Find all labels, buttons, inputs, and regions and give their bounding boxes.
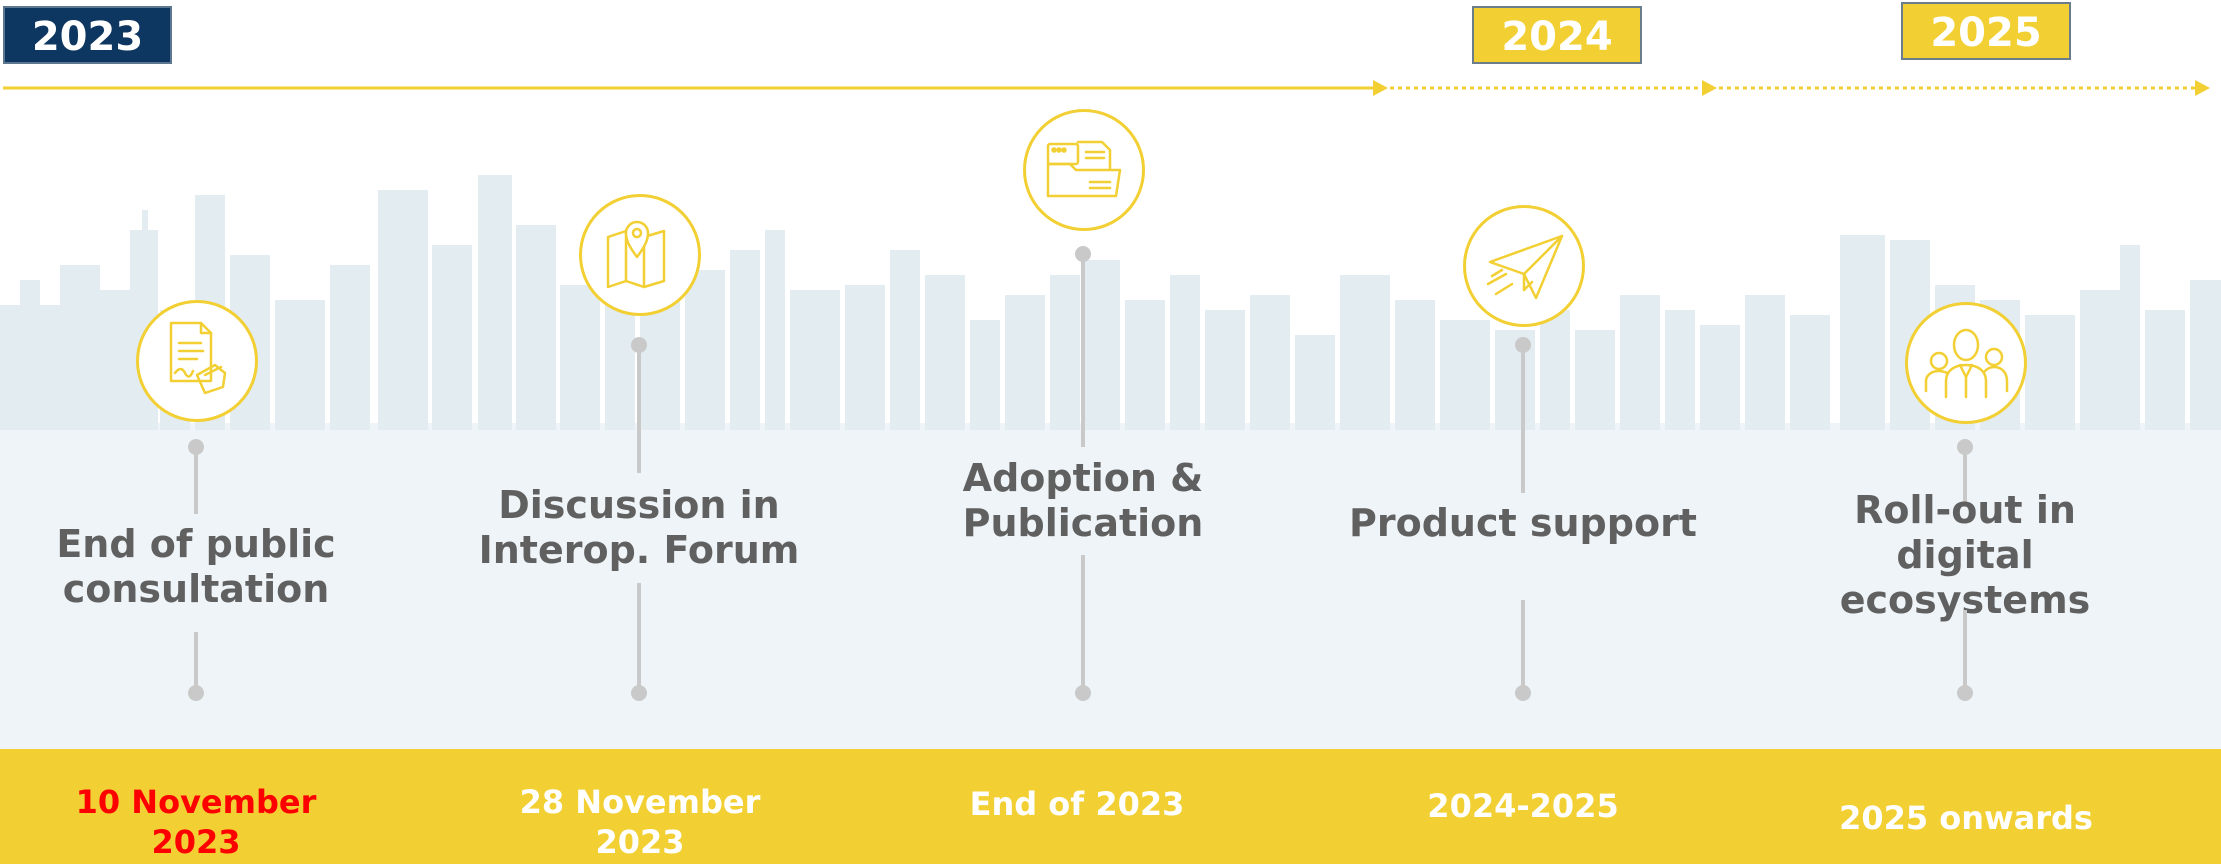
connector-stem-top: [194, 447, 198, 514]
connector-stem-top: [1521, 345, 1525, 493]
milestone-date: 10 November 2023: [75, 783, 317, 861]
year-badge-2023: 2023: [3, 6, 172, 64]
folder-documents-icon: [1046, 140, 1122, 198]
paper-plane-icon: [1486, 234, 1564, 300]
timeline-arrowhead-2024: [1702, 80, 1717, 96]
milestone-label: Roll-out in digital ecosystems: [1839, 487, 2091, 622]
milestone-date: 2024-2025: [1427, 787, 1619, 825]
milestone-label: Product support: [1348, 493, 1698, 553]
milestone-icon-circle: [136, 300, 258, 422]
timeline-arrow: [3, 80, 2210, 96]
milestone-date: 28 November 2023: [519, 783, 761, 861]
connector-dot-bottom: [631, 685, 647, 701]
milestone-date: End of 2023: [969, 785, 1185, 823]
timeline-arrowhead-2025: [2195, 80, 2210, 96]
connector-dot-bottom: [1075, 685, 1091, 701]
connector-stem-top: [637, 345, 641, 473]
connector-stem-bottom: [1081, 555, 1085, 686]
year-badge-2024: 2024: [1472, 6, 1642, 64]
connector-stem-bottom: [1963, 610, 1967, 686]
milestone-label: Adoption & Publication: [918, 447, 1248, 555]
milestone-icon-circle: [1905, 302, 2027, 424]
map-location-icon: [606, 220, 666, 289]
connector-dot-bottom: [188, 685, 204, 701]
connector-stem-bottom: [1521, 600, 1525, 686]
signed-document-icon: [169, 321, 227, 395]
connector-stem-bottom: [637, 583, 641, 686]
connector-stem-top: [1081, 254, 1085, 447]
people-group-icon: [1924, 328, 2009, 399]
year-badge-2025: 2025: [1901, 2, 2071, 60]
connector-dot-bottom: [1957, 685, 1973, 701]
connector-dot-bottom: [1515, 685, 1531, 701]
timeline-arrowhead-2023: [1373, 80, 1388, 96]
milestone-label: Discussion in Interop. Forum: [464, 473, 814, 583]
connector-stem-bottom: [194, 632, 198, 686]
milestone-icon-circle: [1023, 109, 1145, 231]
milestone-icon-circle: [579, 194, 701, 316]
milestone-icon-circle: [1463, 205, 1585, 327]
milestone-label: End of public consultation: [36, 514, 356, 620]
milestone-date: 2025 onwards: [1839, 799, 2093, 837]
date-band: [0, 749, 2221, 864]
connector-stem-top: [1963, 447, 1967, 507]
